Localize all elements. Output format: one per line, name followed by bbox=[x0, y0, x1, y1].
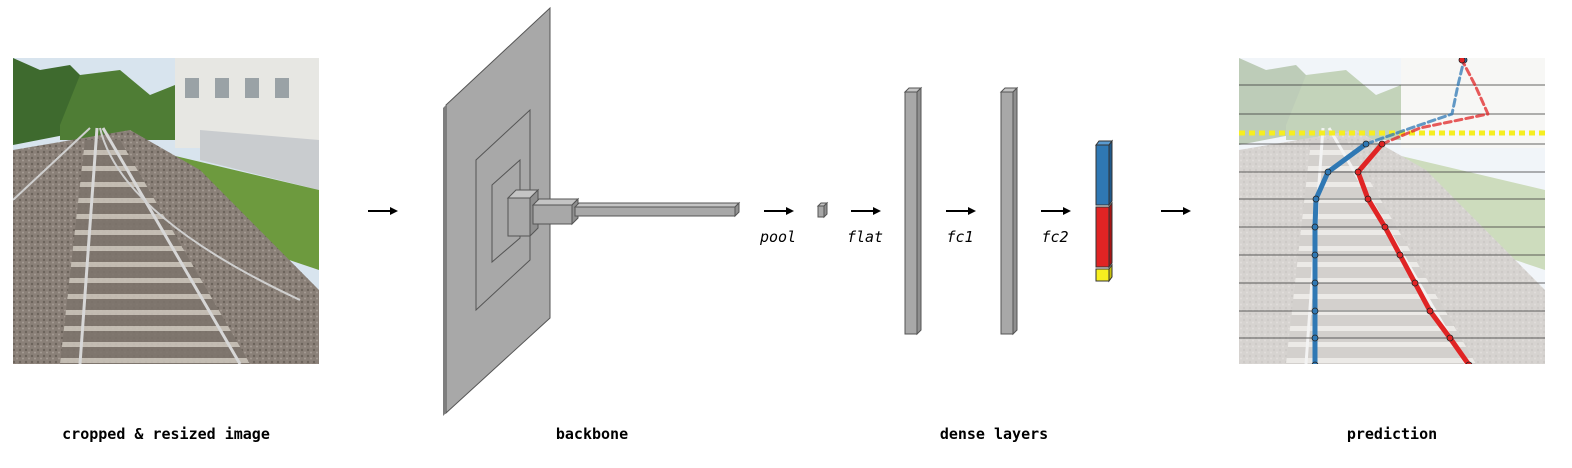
output-layer bbox=[1095, 139, 1113, 283]
output-segment-yellow bbox=[1095, 268, 1110, 282]
right-rail-point bbox=[1465, 361, 1473, 364]
left-rail-point bbox=[1311, 307, 1319, 315]
pooled-feature bbox=[816, 201, 829, 219]
left-rail-point bbox=[1311, 334, 1319, 342]
right-rail-extrapolated bbox=[1380, 58, 1490, 146]
backbone-feature-bar bbox=[573, 201, 741, 218]
right-rail-point bbox=[1364, 195, 1372, 203]
left-rail-point bbox=[1311, 251, 1319, 259]
prediction-grid bbox=[1239, 84, 1545, 339]
right-rail-point bbox=[1426, 307, 1434, 315]
left-rail-extrapolated bbox=[1364, 58, 1466, 146]
output-segment-blue bbox=[1095, 144, 1110, 206]
caption-input: cropped & resized image bbox=[62, 425, 270, 443]
op-fc2-label: fc2 bbox=[1041, 228, 1068, 246]
op-flat-label: flat bbox=[847, 228, 883, 246]
right-rail-point bbox=[1378, 140, 1386, 148]
right-rail-point bbox=[1381, 223, 1389, 231]
predicted-rails bbox=[1311, 58, 1490, 364]
right-rail-point bbox=[1458, 58, 1466, 64]
caption-backbone: backbone bbox=[556, 425, 628, 443]
left-rail-point bbox=[1312, 195, 1320, 203]
caption-prediction: prediction bbox=[1347, 425, 1437, 443]
right-rail-point bbox=[1411, 279, 1419, 287]
dense-layer-1 bbox=[903, 86, 923, 336]
input-image bbox=[13, 58, 319, 364]
dense-layer-2 bbox=[999, 86, 1019, 336]
op-fc1-label: fc1 bbox=[946, 228, 973, 246]
right-rail-point bbox=[1396, 251, 1404, 259]
right-rail-point bbox=[1354, 168, 1362, 176]
backbone-block bbox=[443, 6, 741, 416]
prediction-image bbox=[1239, 58, 1545, 364]
output-segment-red bbox=[1095, 206, 1110, 268]
right-rail-point bbox=[1446, 334, 1454, 342]
caption-dense: dense layers bbox=[940, 425, 1048, 443]
left-rail-point bbox=[1311, 279, 1319, 287]
left-rail-point bbox=[1311, 223, 1319, 231]
left-rail-point bbox=[1311, 361, 1319, 364]
backbone-layer-5 bbox=[531, 197, 580, 226]
left-rail-point bbox=[1324, 168, 1332, 176]
op-pool-label: pool bbox=[759, 228, 796, 246]
left-rail-point bbox=[1362, 140, 1370, 148]
